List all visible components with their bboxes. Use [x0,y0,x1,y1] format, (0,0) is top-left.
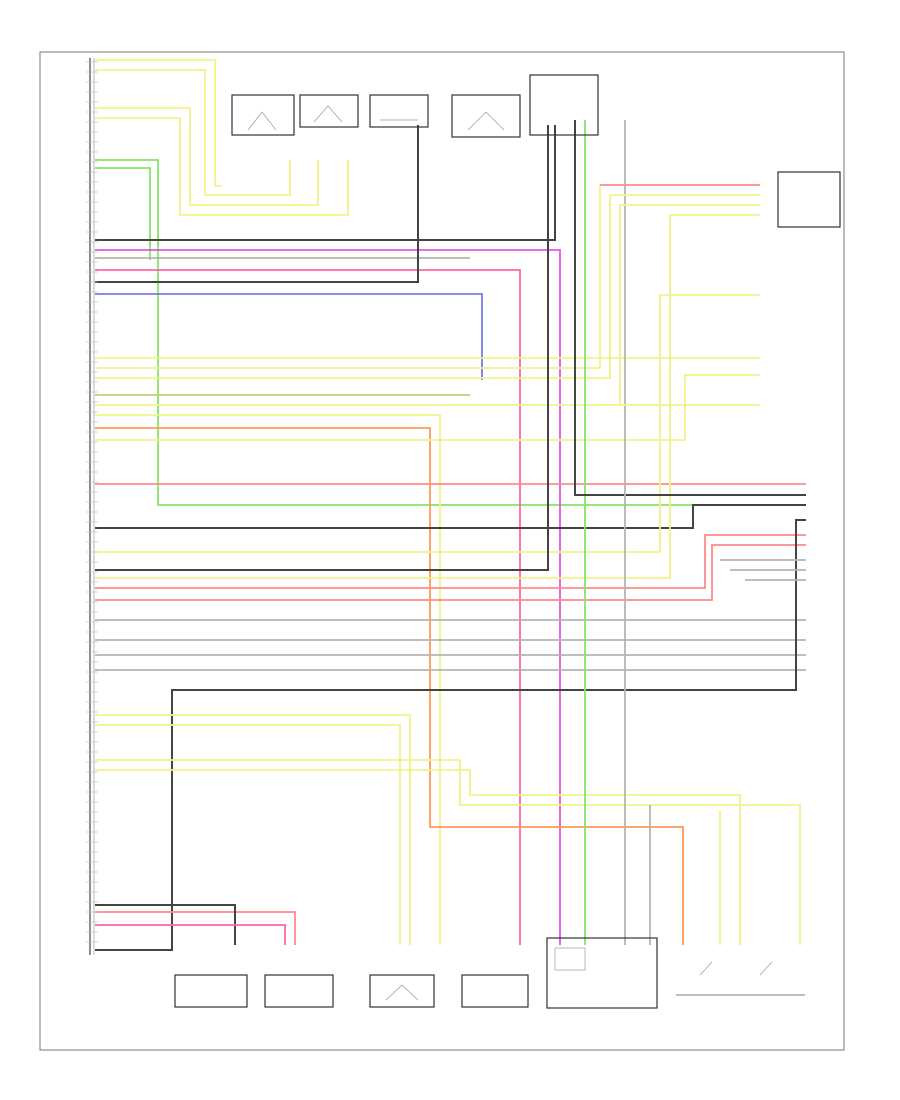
orange-wire [95,427,684,945]
yellow-wire [95,117,349,216]
green-wire [95,159,806,506]
component-body [461,974,529,1008]
magenta-wire [95,249,561,945]
yellow-wire [95,59,222,187]
yellow-wire [95,724,401,945]
pin-group [86,61,98,943]
component-body [529,74,599,136]
wire-group [95,59,806,951]
yellow-wire [95,294,760,553]
yellow-wire [95,414,441,945]
yellow-wire [95,214,760,579]
component-body [369,974,435,1008]
component-body [546,937,658,1009]
black-wire [95,125,556,241]
bottom-components [174,937,805,1009]
yellow-wire [95,769,741,945]
left-front-impact-sensor [231,94,295,136]
black-wire [95,504,806,529]
front-seat-belt-pretensioner [299,94,359,128]
yellow-wire [95,69,291,196]
passenger-presence-switch [676,961,805,996]
component-body [174,974,248,1008]
sensor-element [467,111,505,131]
pink-wire [95,269,521,945]
driver-airbag-module [174,974,248,1008]
black-wire [95,125,549,571]
passenger-airbag-cutoff [529,74,599,136]
module-connector [86,58,98,955]
component-body [264,974,334,1008]
right-components [777,171,841,228]
yellow-wire [95,107,319,206]
red-wire [95,544,806,601]
yellow-wire [95,374,760,441]
indicator-box [554,947,586,971]
left-front-airbag-sensor [369,94,429,128]
component-body [299,94,359,128]
black-wire [574,120,806,496]
black-wire [95,125,419,283]
yellow-wire [95,714,411,945]
green-wire [95,167,151,260]
black-wire [95,519,806,951]
switch-element [699,961,773,976]
sensor-element [247,111,277,131]
instrument-cluster [546,937,658,1009]
passenger-side-airbag-module [461,974,529,1008]
sensor-element [385,984,419,1001]
diagram-frame [39,51,845,1051]
sensor-element [313,105,343,123]
right-side-sensor-1 [777,171,841,228]
red-wire [95,534,806,589]
pink-wire [95,924,286,945]
yellow-wire [95,185,601,369]
component-body [451,94,521,138]
blue-wire [95,293,483,380]
right-front-impact-sensor [451,94,521,138]
yellow-wire [95,205,621,406]
yellow-wire [95,759,801,945]
component-body [777,171,841,228]
side-airbag-module [264,974,334,1008]
top-components [231,74,599,138]
seat-position-sensor [369,974,435,1008]
black-wire [95,904,236,945]
component-body [231,94,295,136]
component-body [369,94,429,128]
red-wire [95,911,296,945]
yellow-wire [95,195,611,379]
